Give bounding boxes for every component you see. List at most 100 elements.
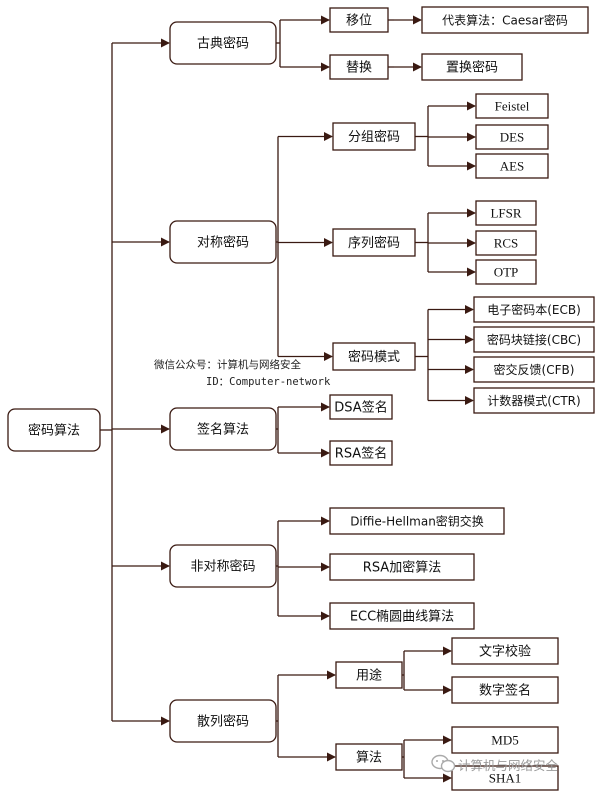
node-box-textcheck xyxy=(451,637,559,665)
node-root: 密码算法 xyxy=(7,408,101,452)
node-label-usage: 用途 xyxy=(356,668,382,684)
node-usage: 用途 xyxy=(335,661,403,689)
node-label-cfb: 密交反馈(CFB) xyxy=(494,362,575,377)
node-lfsr: LFSR xyxy=(475,200,537,226)
node-md5: MD5 xyxy=(451,726,559,754)
node-box-ctr xyxy=(473,387,595,414)
node-box-stream xyxy=(332,228,416,257)
watermark-wechat-line: 微信公众号：计算机与网络安全 xyxy=(154,358,301,371)
node-caesar: 代表算法：Caesar密码 xyxy=(421,6,589,34)
node-box-cbc xyxy=(473,326,595,353)
node-signature: 签名算法 xyxy=(169,407,277,451)
node-box-dsa xyxy=(329,394,393,420)
node-box-usage xyxy=(335,661,403,689)
node-label-ctr: 计数器模式(CTR) xyxy=(487,393,580,408)
node-rsasig: RSA签名 xyxy=(329,440,393,466)
node-box-rsasig xyxy=(329,440,393,466)
node-box-substitution xyxy=(329,54,389,80)
node-hash: 散列密码 xyxy=(169,699,277,743)
node-sha1: SHA1 xyxy=(451,765,559,791)
node-box-otp xyxy=(475,259,537,285)
node-label-root: 密码算法 xyxy=(28,423,80,439)
node-shift: 移位 xyxy=(329,7,389,33)
node-digsig: 数字签名 xyxy=(451,676,559,704)
node-label-rsaenc: RSA加密算法 xyxy=(363,560,441,576)
node-label-shift: 移位 xyxy=(346,14,372,29)
node-ecb: 电子密码本(ECB) xyxy=(473,296,595,323)
node-label-classical: 古典密码 xyxy=(197,36,249,52)
node-stream: 序列密码 xyxy=(332,228,416,257)
node-label-asymmetric: 非对称密码 xyxy=(190,559,255,575)
node-label-hash: 散列密码 xyxy=(197,714,249,730)
node-label-textcheck: 文字校验 xyxy=(479,644,531,660)
node-label-algos: 算法 xyxy=(356,751,382,766)
node-label-sha1: SHA1 xyxy=(489,771,522,786)
node-label-ecc: ECC椭圆曲线算法 xyxy=(350,609,454,625)
node-box-des xyxy=(475,124,549,150)
node-label-substitution: 替换 xyxy=(346,61,372,76)
node-algos: 算法 xyxy=(335,743,403,771)
node-dsa: DSA签名 xyxy=(329,394,393,420)
node-box-perm xyxy=(421,53,523,81)
node-cfb: 密交反馈(CFB) xyxy=(473,356,595,383)
node-box-hash xyxy=(169,699,277,743)
node-label-aes: AES xyxy=(500,159,525,174)
node-asymmetric: 非对称密码 xyxy=(169,544,277,588)
node-box-classical xyxy=(169,21,277,65)
node-box-md5 xyxy=(451,726,559,754)
node-box-block xyxy=(332,122,416,151)
node-modes: 密码模式 xyxy=(332,342,416,371)
node-box-ecb xyxy=(473,296,595,323)
node-des: DES xyxy=(475,124,549,150)
node-label-symmetric: 对称密码 xyxy=(197,235,249,251)
node-box-modes xyxy=(332,342,416,371)
node-label-rcs: RCS xyxy=(494,236,519,251)
node-label-dh: Diffie-Hellman密钥交换 xyxy=(350,514,484,529)
node-box-cfb xyxy=(473,356,595,383)
node-box-rsaenc xyxy=(329,553,475,581)
node-box-sha1 xyxy=(451,765,559,791)
node-symmetric: 对称密码 xyxy=(169,220,277,264)
node-label-caesar: 代表算法：Caesar密码 xyxy=(442,13,568,28)
node-label-otp: OTP xyxy=(494,265,519,280)
node-box-rcs xyxy=(475,230,537,256)
node-box-symmetric xyxy=(169,220,277,264)
node-rcs: RCS xyxy=(475,230,537,256)
watermark-corner-text: 计算机与网络安全 xyxy=(458,758,559,773)
node-textcheck: 文字校验 xyxy=(451,637,559,665)
node-box-algos xyxy=(335,743,403,771)
node-label-stream: 序列密码 xyxy=(348,235,400,251)
node-rsaenc: RSA加密算法 xyxy=(329,553,475,581)
node-box-root xyxy=(7,408,101,452)
node-label-md5: MD5 xyxy=(491,733,518,748)
node-aes: AES xyxy=(475,153,549,179)
node-ctr: 计数器模式(CTR) xyxy=(473,387,595,414)
node-feistel: Feistel xyxy=(475,93,549,119)
node-block: 分组密码 xyxy=(332,122,416,151)
node-box-feistel xyxy=(475,93,549,119)
node-label-dsa: DSA签名 xyxy=(334,400,387,416)
node-box-digsig xyxy=(451,676,559,704)
node-label-block: 分组密码 xyxy=(348,129,400,145)
node-box-caesar xyxy=(421,6,589,34)
wechat-logo-icon xyxy=(431,754,456,773)
node-cbc: 密码块链接(CBC) xyxy=(473,326,595,353)
node-label-ecb: 电子密码本(ECB) xyxy=(487,302,581,317)
node-dh: Diffie-Hellman密钥交换 xyxy=(329,507,505,535)
node-box-lfsr xyxy=(475,200,537,226)
node-label-rsasig: RSA签名 xyxy=(335,446,387,462)
node-box-dh xyxy=(329,507,505,535)
node-box-aes xyxy=(475,153,549,179)
node-substitution: 替换 xyxy=(329,54,389,80)
node-label-cbc: 密码块链接(CBC) xyxy=(487,332,581,347)
node-ecc: ECC椭圆曲线算法 xyxy=(329,602,475,630)
node-otp: OTP xyxy=(475,259,537,285)
node-label-des: DES xyxy=(500,130,525,145)
node-label-perm: 置换密码 xyxy=(446,60,498,76)
node-label-digsig: 数字签名 xyxy=(479,683,531,699)
node-box-asymmetric xyxy=(169,544,277,588)
connector-lines xyxy=(100,15,476,783)
node-label-signature: 签名算法 xyxy=(197,422,249,438)
